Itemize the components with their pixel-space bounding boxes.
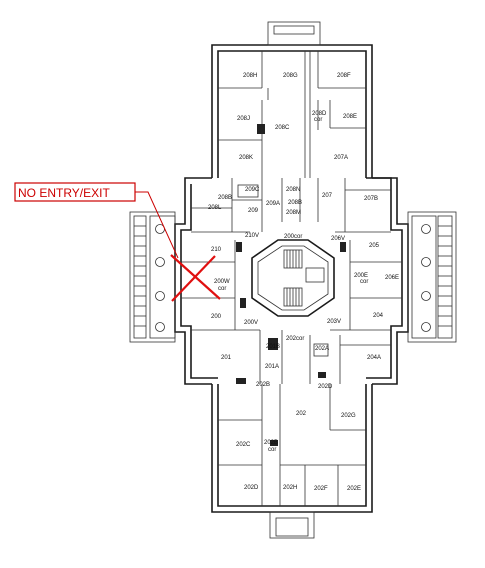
room-label: 209	[248, 208, 259, 214]
room-label: 208D	[312, 111, 327, 117]
callout-leader	[135, 191, 179, 259]
room-label: 206V	[331, 236, 345, 242]
room-label: 210V	[245, 233, 259, 239]
room-label: 202	[296, 411, 307, 417]
room-label: 208B	[218, 195, 232, 201]
room-label: 202E	[347, 486, 361, 492]
room-label: cor	[360, 279, 368, 285]
room-label: 202D	[318, 384, 333, 390]
room-label: 208B	[288, 200, 302, 206]
no-entry-cross-mark	[171, 255, 216, 302]
room-label: 208G	[283, 73, 298, 79]
room-label: 205	[369, 243, 380, 249]
room-label: 208M	[286, 210, 301, 216]
fixtures	[236, 124, 346, 446]
room-label: 204A	[367, 355, 381, 361]
room-label: 202A	[315, 346, 329, 352]
rotunda	[251, 239, 335, 317]
west-portico	[129, 211, 176, 343]
room-label: 207	[322, 193, 333, 199]
room-label: 209A	[266, 201, 280, 207]
room-label: 201A	[265, 364, 279, 370]
room-label: 200E	[354, 273, 368, 279]
room-label: cor	[314, 117, 322, 123]
room-label: 206E	[385, 275, 399, 281]
room-label: 208K	[239, 155, 253, 161]
room-label: 201B	[266, 344, 280, 350]
building-outline	[174, 21, 409, 539]
room-label: 200cor	[284, 234, 302, 240]
room-label: 202H	[283, 485, 297, 491]
room-label: 202G	[341, 413, 356, 419]
room-label: 210	[211, 247, 222, 253]
room-label: 200V	[244, 320, 258, 326]
callout-label: NO ENTRY/EXIT	[18, 186, 110, 200]
room-label: 202D	[244, 485, 259, 491]
room-label: 208E	[343, 114, 357, 120]
room-label: 208C	[275, 125, 290, 131]
room-label: 204	[373, 313, 384, 319]
room-label: 200	[211, 314, 222, 320]
room-label: 207B	[364, 196, 378, 202]
room-label: 208N	[286, 187, 300, 193]
no-entry-callout: NO ENTRY/EXIT	[14, 182, 221, 302]
room-label: 208L	[208, 205, 222, 211]
room-label: 208F	[337, 73, 351, 79]
room-label: 201	[221, 355, 232, 361]
room-labels: 208H 208G 208F 208J 208C 208D cor 208E 2…	[208, 73, 399, 492]
room-label: 202F	[314, 486, 328, 492]
room-label: 200W	[214, 279, 230, 285]
room-label: 202C	[236, 442, 251, 448]
room-label: 207A	[334, 155, 348, 161]
room-label: 202B	[256, 382, 270, 388]
room-label: 208H	[243, 73, 257, 79]
east-portico	[407, 211, 457, 343]
room-label: 202B	[264, 440, 278, 446]
room-label: cor	[268, 447, 276, 453]
room-label: 209C	[245, 187, 260, 193]
room-label: cor	[218, 286, 226, 292]
room-label: 202cor	[286, 336, 304, 342]
room-label: 203V	[327, 319, 341, 325]
room-label: 208J	[237, 116, 250, 122]
